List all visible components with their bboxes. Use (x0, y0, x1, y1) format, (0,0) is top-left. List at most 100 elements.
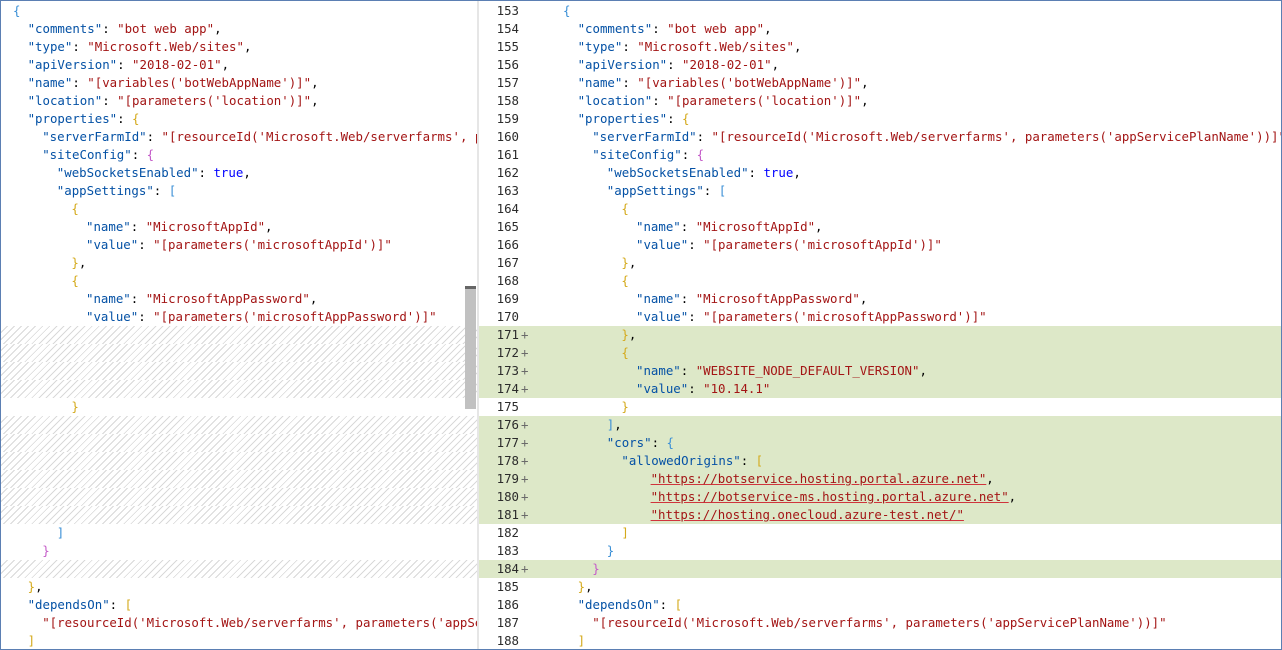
code-line[interactable]: "appSettings": [ (1, 182, 477, 200)
code-line[interactable]: "webSocketsEnabled": true, (1, 164, 477, 182)
code-line[interactable]: "location": "[parameters('location')]", (1, 92, 477, 110)
code-line[interactable]: ] (1, 632, 477, 649)
code-line[interactable]: "properties": { (1, 110, 477, 128)
code-line[interactable]: 170"value": "[parameters('microsoftAppPa… (479, 308, 1281, 326)
code-line[interactable]: "value": "[parameters('microsoftAppPassw… (1, 308, 477, 326)
code-line[interactable]: 188] (479, 632, 1281, 649)
diff-placeholder-row[interactable] (1, 560, 477, 578)
diff-placeholder-row[interactable] (1, 488, 477, 506)
string-token: "bot web app" (667, 21, 765, 36)
code-text: "apiVersion": "2018-02-01", (578, 56, 779, 74)
added-marker-icon: + (521, 507, 529, 522)
added-line[interactable]: 180+"https://botservice-ms.hosting.porta… (479, 488, 1281, 506)
punctuation-token: , (265, 219, 273, 234)
string-token: "2018-02-01" (682, 57, 772, 72)
diff-placeholder-row[interactable] (1, 344, 477, 362)
added-line[interactable]: 181+"https://hosting.onecloud.azure-test… (479, 506, 1281, 524)
code-line[interactable]: 158"location": "[parameters('location')]… (479, 92, 1281, 110)
code-line[interactable]: 187"[resourceId('Microsoft.Web/serverfar… (479, 614, 1281, 632)
code-line[interactable]: ] (1, 524, 477, 542)
code-line[interactable]: 166"value": "[parameters('microsoftAppId… (479, 236, 1281, 254)
diff-placeholder-row[interactable] (1, 434, 477, 452)
added-line[interactable]: 179+"https://botservice.hosting.portal.a… (479, 470, 1281, 488)
added-line[interactable]: 173+"name": "WEBSITE_NODE_DEFAULT_VERSIO… (479, 362, 1281, 380)
code-line[interactable]: 156"apiVersion": "2018-02-01", (479, 56, 1281, 74)
code-line[interactable]: }, (1, 254, 477, 272)
string-token: "[resourceId('Microsoft.Web/serverfarms'… (161, 129, 477, 144)
code-line[interactable]: { (1, 272, 477, 290)
code-line[interactable]: 186"dependsOn": [ (479, 596, 1281, 614)
line-number: 181 (496, 507, 519, 522)
added-line[interactable]: 176+], (479, 416, 1281, 434)
code-line[interactable]: "value": "[parameters('microsoftAppId')]… (1, 236, 477, 254)
code-line[interactable]: 182] (479, 524, 1281, 542)
code-line[interactable]: "name": "MicrosoftAppId", (1, 218, 477, 236)
code-line[interactable]: "siteConfig": { (1, 146, 477, 164)
key-token: "comments" (27, 21, 103, 36)
added-line[interactable]: 172+{ (479, 344, 1281, 362)
diff-placeholder-row[interactable] (1, 380, 477, 398)
original-pane[interactable]: { "comments": "bot web app","type": "Micr… (1, 1, 477, 649)
code-text: "appSettings": [ (57, 182, 176, 200)
diff-placeholder-row[interactable] (1, 362, 477, 380)
diff-placeholder-row[interactable] (1, 416, 477, 434)
code-line[interactable]: "serverFarmId": "[resourceId('Microsoft.… (1, 128, 477, 146)
line-number: 187 (496, 615, 519, 630)
code-line[interactable]: }, (1, 578, 477, 596)
diff-placeholder-row[interactable] (1, 506, 477, 524)
code-line[interactable]: 185}, (479, 578, 1281, 596)
diff-placeholder-row[interactable] (1, 452, 477, 470)
key-token: "comments" (577, 21, 653, 36)
code-line[interactable]: 161"siteConfig": { (479, 146, 1281, 164)
punctuation-token: : (688, 309, 704, 324)
added-line[interactable]: 184+} (479, 560, 1281, 578)
code-line[interactable]: 183} (479, 542, 1281, 560)
added-line[interactable]: 177+"cors": { (479, 434, 1281, 452)
code-line[interactable]: "comments": "bot web app", (1, 20, 477, 38)
code-line[interactable]: 167}, (479, 254, 1281, 272)
punctuation-token: : (688, 381, 704, 396)
code-line[interactable]: 163"appSettings": [ (479, 182, 1281, 200)
bracket-token: { (71, 273, 79, 288)
code-line[interactable]: 155"type": "Microsoft.Web/sites", (479, 38, 1281, 56)
code-line[interactable]: { (1, 2, 477, 20)
bracket-token: [ (674, 597, 683, 612)
code-line[interactable]: 160"serverFarmId": "[resourceId('Microso… (479, 128, 1281, 146)
code-line[interactable]: 154"comments": "bot web app", (479, 20, 1281, 38)
added-line[interactable]: 178+"allowedOrigins": [ (479, 452, 1281, 470)
key-token: "value" (636, 237, 689, 252)
code-line[interactable]: 175} (479, 398, 1281, 416)
code-line[interactable]: { (1, 200, 477, 218)
punctuation-token: : (146, 129, 162, 144)
punctuation-token: : (680, 291, 696, 306)
punctuation-token: : (102, 93, 118, 108)
code-line[interactable]: 164{ (479, 200, 1281, 218)
code-line[interactable]: } (1, 398, 477, 416)
modified-pane[interactable]: 153{154"comments": "bot web app",155"typ… (479, 1, 1281, 649)
code-line[interactable]: 159"properties": { (479, 110, 1281, 128)
code-line[interactable]: 157"name": "[variables('botWebAppName')]… (479, 74, 1281, 92)
pane-divider[interactable] (477, 1, 479, 649)
added-line[interactable]: 171+}, (479, 326, 1281, 344)
added-line[interactable]: 174+"value": "10.14.1" (479, 380, 1281, 398)
code-line[interactable]: 165"name": "MicrosoftAppId", (479, 218, 1281, 236)
diff-placeholder-row[interactable] (1, 470, 477, 488)
line-number: 170 (496, 309, 519, 324)
code-line[interactable]: "dependsOn": [ (1, 596, 477, 614)
string-token: "[resourceId('Microsoft.Web/serverfarms'… (42, 615, 477, 630)
code-line[interactable]: "name": "[variables('botWebAppName')]", (1, 74, 477, 92)
code-text: { (71, 272, 78, 290)
code-line[interactable]: 162"webSocketsEnabled": true, (479, 164, 1281, 182)
code-line[interactable]: 153{ (479, 2, 1281, 20)
code-line[interactable]: "[resourceId('Microsoft.Web/serverfarms'… (1, 614, 477, 632)
code-line[interactable]: 169"name": "MicrosoftAppPassword", (479, 290, 1281, 308)
diff-placeholder-row[interactable] (1, 326, 477, 344)
code-line[interactable]: "type": "Microsoft.Web/sites", (1, 38, 477, 56)
code-line[interactable]: "apiVersion": "2018-02-01", (1, 56, 477, 74)
bracket-token: { (13, 3, 21, 18)
code-text: } (592, 560, 599, 578)
code-line[interactable]: } (1, 542, 477, 560)
code-line[interactable]: 168{ (479, 272, 1281, 290)
code-line[interactable]: "name": "MicrosoftAppPassword", (1, 290, 477, 308)
vertical-scrollbar-thumb[interactable] (465, 289, 476, 409)
